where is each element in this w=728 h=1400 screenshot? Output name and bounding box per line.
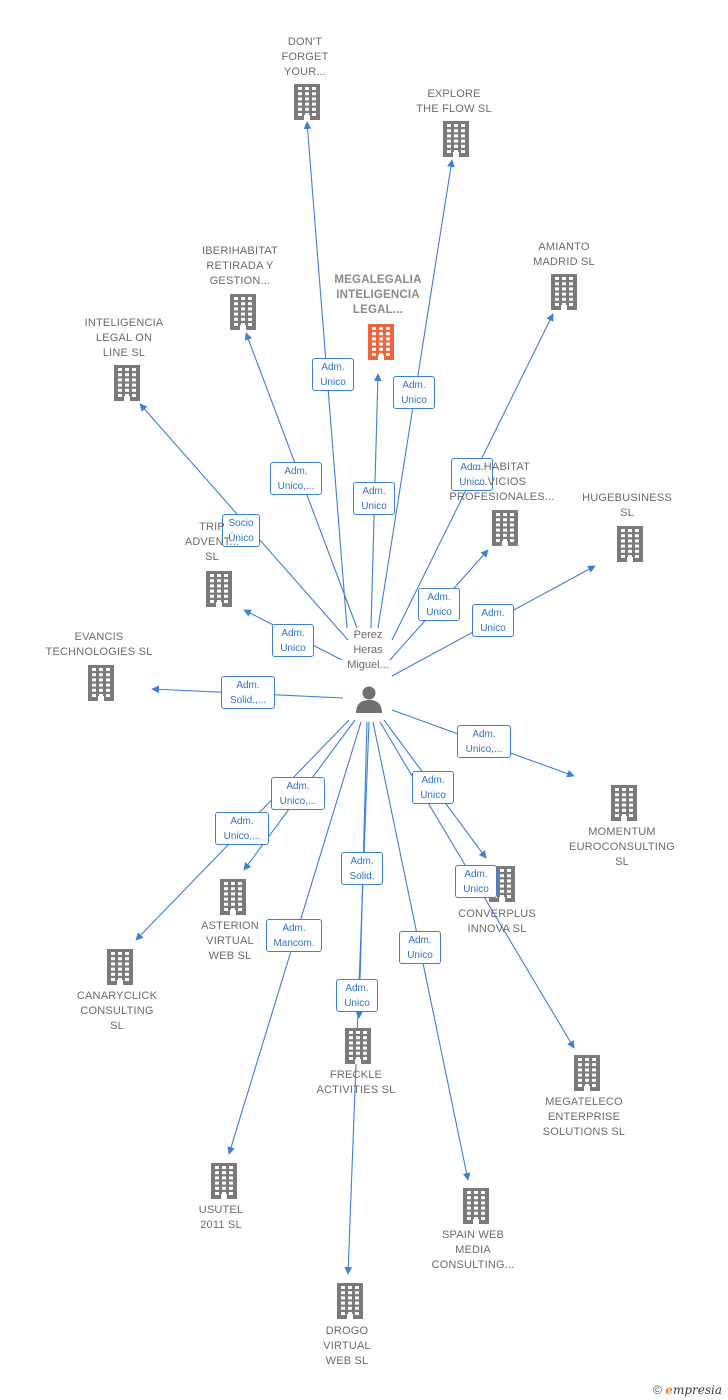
role-badge-amianto-madrid[interactable]: Adm. Unico [451, 458, 493, 491]
company-label-explore-flow[interactable]: EXPLORE THE FLOW SL [416, 88, 492, 115]
building-icon[interactable] [333, 1283, 367, 1319]
role-badge-explore-flow[interactable]: Adm. Unico [393, 376, 435, 409]
company-label-inteligencia-legal[interactable]: INTELIGENCIA LEGAL ON LINE SL [84, 317, 164, 359]
building-icon[interactable] [488, 510, 522, 546]
role-badge-momentum[interactable]: Adm. Unico,... [457, 725, 511, 758]
role-badge-megalegalia[interactable]: Adm. Unico [353, 482, 395, 515]
company-label-momentum[interactable]: MOMENTUM EUROCONSULTING SL [569, 826, 675, 868]
company-label-canaryclick[interactable]: CANARYCLICK CONSULTING SL [76, 990, 158, 1032]
role-badge-canaryclick[interactable]: Adm. Unico,... [215, 812, 269, 845]
role-badge-usutel[interactable]: Adm. Mancom. [266, 919, 322, 952]
building-icon[interactable] [547, 274, 581, 310]
role-badge-evancis[interactable]: Adm. Solid.,... [221, 676, 275, 709]
building-icon[interactable] [207, 1163, 241, 1199]
building-icon[interactable] [103, 949, 137, 985]
company-label-iberihabitat-retirada[interactable]: IBERIHABITAT RETIRADA Y GESTION... [202, 245, 278, 287]
company-label-iberihabitat-servicios[interactable]: ...HABITAT ...VICIOS PROFESIONALES... [449, 461, 555, 503]
role-badge-iberihabitat-servicios[interactable]: Adm. Unico [418, 588, 460, 621]
company-label-usutel[interactable]: USUTEL 2011 SL [198, 1204, 244, 1231]
building-icon[interactable] [613, 526, 647, 562]
copyright-symbol: © [653, 1383, 662, 1397]
role-badge-spain-web[interactable]: Adm. Unico [399, 931, 441, 964]
role-badge-dont-forget[interactable]: Adm. Unico [312, 358, 354, 391]
building-icon[interactable] [459, 1188, 493, 1224]
building-icon[interactable] [439, 121, 473, 157]
building-icon[interactable] [341, 1028, 375, 1064]
company-label-megalegalia[interactable]: MEGALEGALIA INTELIGENCIA LEGAL... [334, 274, 422, 316]
role-badge-freckle[interactable]: Adm. Solid. [341, 852, 383, 885]
company-label-spain-web[interactable]: SPAIN WEB MEDIA CONSULTING... [431, 1229, 515, 1271]
person-name-label: Perez Heras Miguel... [347, 629, 389, 671]
role-badge-drogo[interactable]: Adm. Unico [336, 979, 378, 1012]
building-icon[interactable] [570, 1055, 604, 1091]
building-icon[interactable] [607, 785, 641, 821]
role-badge-megateleco[interactable]: Adm. Unico [455, 865, 497, 898]
company-label-trip-adventure[interactable]: TRIP ADVENT... SL [184, 521, 240, 563]
company-label-hugebusiness[interactable]: HUGEBUSINESS SL [582, 492, 672, 519]
company-label-amianto-madrid[interactable]: AMIANTO MADRID SL [533, 241, 595, 268]
building-icon[interactable] [364, 324, 398, 360]
building-icon[interactable] [84, 665, 118, 701]
footer-brand: © empresia [653, 1383, 722, 1397]
building-icon[interactable] [290, 84, 324, 120]
role-badge-iberihabitat-retirada[interactable]: Adm. Unico,... [270, 462, 322, 495]
company-label-drogo[interactable]: DROGO VIRTUAL WEB SL [323, 1325, 371, 1367]
company-label-evancis[interactable]: EVANCIS TECHNOLOGIES SL [45, 631, 153, 658]
building-icon[interactable] [216, 879, 250, 915]
brand-name[interactable]: empresia [665, 1383, 722, 1397]
role-badge-trip-adventure[interactable]: Adm. Unico [272, 624, 314, 657]
role-badge-converplus[interactable]: Adm. Unico [412, 771, 454, 804]
person-icon[interactable] [354, 684, 384, 714]
company-label-converplus[interactable]: CONVERPLUS INNOVA SL [458, 908, 536, 935]
company-label-dont-forget[interactable]: DON'T FORGET YOUR... [281, 36, 329, 78]
company-label-megateleco[interactable]: MEGATELECO ENTERPRISE SOLUTIONS SL [542, 1096, 626, 1138]
company-label-freckle[interactable]: FRECKLE ACTIVITIES SL [316, 1069, 396, 1096]
role-badge-hugebusiness[interactable]: Adm. Unico [472, 604, 514, 637]
role-badge-inteligencia-legal[interactable]: Socio Único [222, 514, 260, 547]
role-badge-asterion[interactable]: Adm. Unico,... [271, 777, 325, 810]
company-label-asterion[interactable]: ASTERION VIRTUAL WEB SL [201, 920, 259, 962]
building-icon[interactable] [226, 294, 260, 330]
building-icon[interactable] [110, 365, 144, 401]
building-icon[interactable] [202, 571, 236, 607]
